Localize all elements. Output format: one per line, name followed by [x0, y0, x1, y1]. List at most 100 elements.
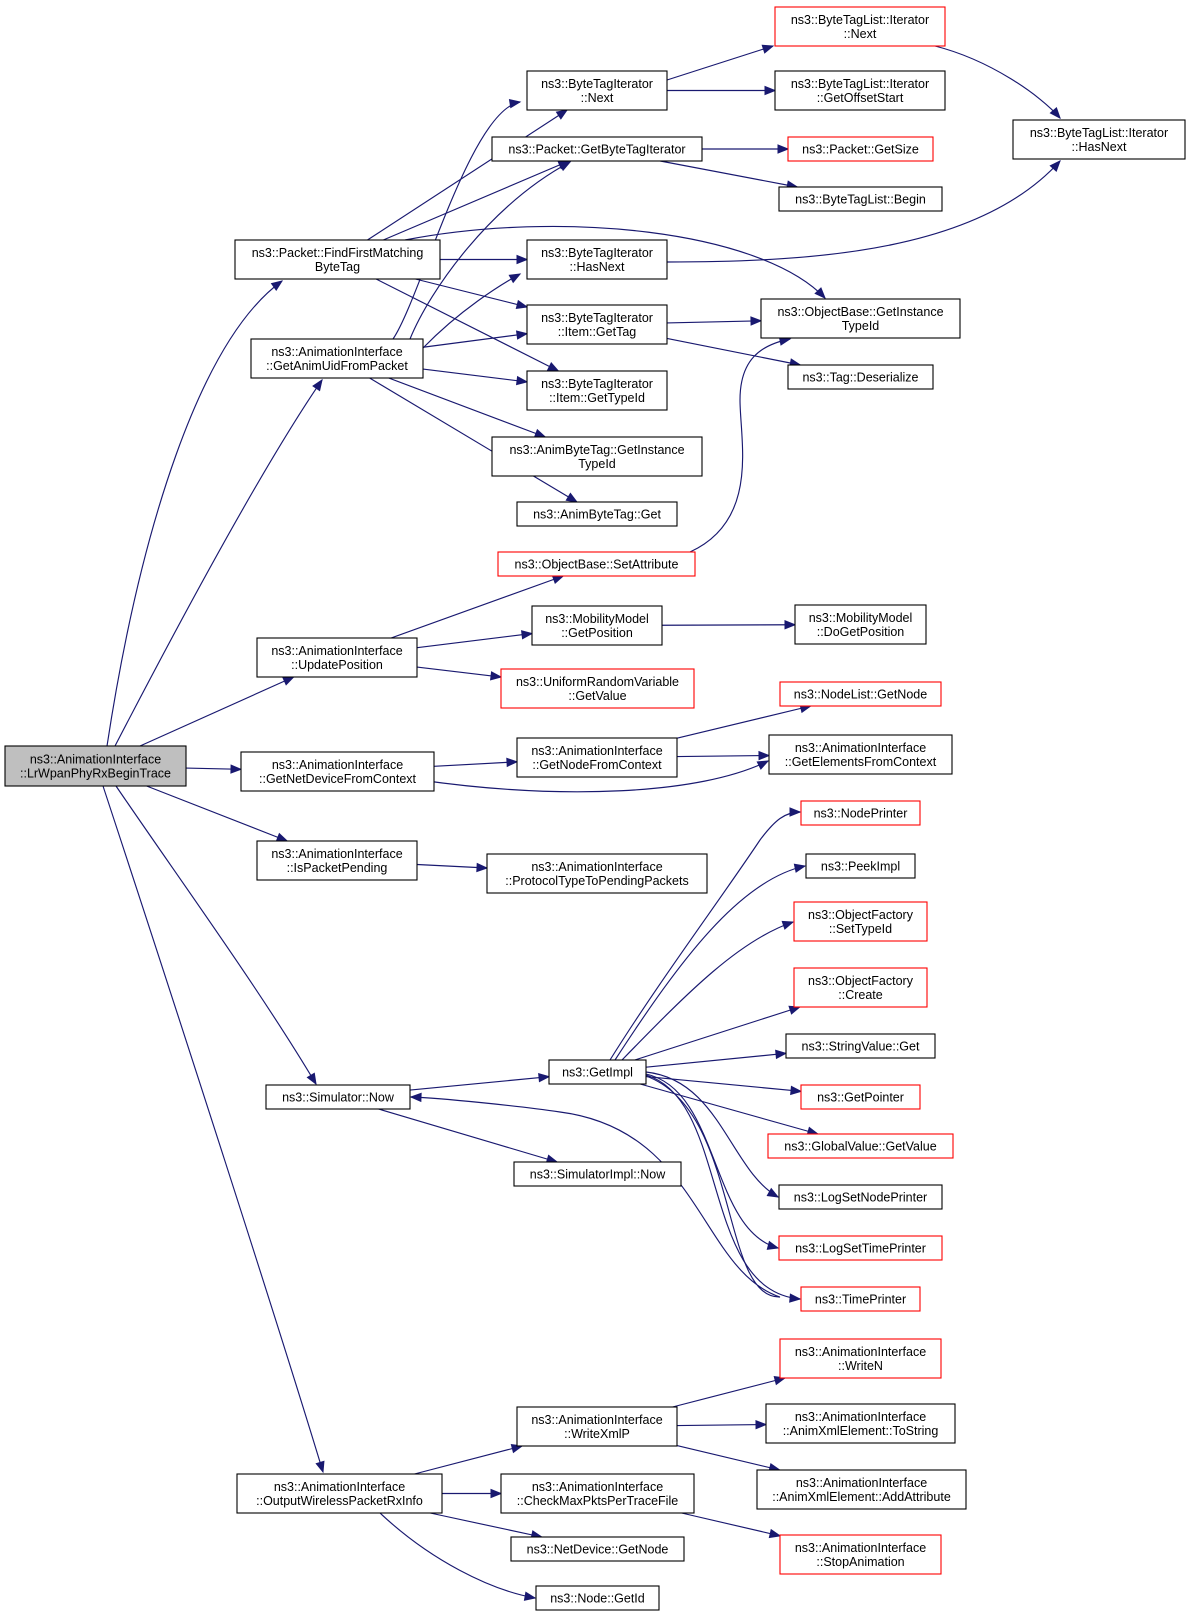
node-nodegetid[interactable]: ns3::Node::GetId: [535, 1585, 660, 1611]
node-box[interactable]: [774, 6, 946, 47]
node-outputwl[interactable]: ns3::AnimationInterface::OutputWirelessP…: [236, 1473, 443, 1514]
node-box[interactable]: [236, 1473, 443, 1514]
node-box[interactable]: [491, 436, 703, 477]
node-urvgetval[interactable]: ns3::UniformRandomVariable::GetValue: [500, 668, 695, 709]
node-mmgetpos[interactable]: ns3::MobilityModel::GetPosition: [531, 605, 663, 646]
node-box[interactable]: [535, 1585, 660, 1611]
node-box[interactable]: [516, 501, 678, 527]
node-box[interactable]: [526, 304, 668, 345]
node-box[interactable]: [779, 1338, 942, 1379]
node-strvalget[interactable]: ns3::StringValue::Get: [785, 1033, 936, 1059]
node-box[interactable]: [240, 751, 435, 792]
node-getbti[interactable]: ns3::Packet::GetByteTagIterator: [491, 136, 703, 162]
node-btigettypeid[interactable]: ns3::ByteTagIterator::Item::GetTypeId: [526, 370, 668, 411]
node-getnetdev[interactable]: ns3::AnimationInterface::GetNetDeviceFro…: [240, 751, 435, 792]
node-getpointer[interactable]: ns3::GetPointer: [800, 1084, 921, 1110]
node-logsettime[interactable]: ns3::LogSetTimePrinter: [778, 1235, 943, 1261]
node-ndgetnode[interactable]: ns3::NetDevice::GetNode: [510, 1536, 685, 1562]
node-box[interactable]: [4, 745, 187, 787]
node-axaddattr[interactable]: ns3::AnimationInterface::AnimXmlElement:…: [756, 1469, 967, 1510]
node-btliternext[interactable]: ns3::ByteTagList::Iterator::Next: [774, 6, 946, 47]
node-box[interactable]: [779, 681, 942, 707]
node-box[interactable]: [805, 853, 916, 879]
node-box[interactable]: [548, 1059, 647, 1085]
node-btlbegin[interactable]: ns3::ByteTagList::Begin: [778, 186, 943, 212]
node-writexml[interactable]: ns3::AnimationInterface::WriteXmlP: [516, 1406, 678, 1447]
node-logsetnode[interactable]: ns3::LogSetNodePrinter: [778, 1184, 943, 1210]
node-tagdeser[interactable]: ns3::Tag::Deserialize: [787, 364, 934, 390]
node-updatepos[interactable]: ns3::AnimationInterface::UpdatePosition: [256, 637, 418, 678]
node-stopanim[interactable]: ns3::AnimationInterface::StopAnimation: [779, 1534, 942, 1575]
node-nlgetnode[interactable]: ns3::NodeList::GetNode: [779, 681, 942, 707]
node-getnodefromctx[interactable]: ns3::AnimationInterface::GetNodeFromCont…: [516, 737, 678, 778]
node-box[interactable]: [526, 239, 668, 280]
node-ispending[interactable]: ns3::AnimationInterface::IsPacketPending: [256, 840, 418, 881]
node-setattr[interactable]: ns3::ObjectBase::SetAttribute: [497, 551, 696, 577]
node-box[interactable]: [785, 1033, 936, 1059]
node-box[interactable]: [531, 605, 663, 646]
node-btihasnext[interactable]: ns3::ByteTagIterator::HasNext: [526, 239, 668, 280]
node-gvgetval[interactable]: ns3::GlobalValue::GetValue: [767, 1133, 954, 1159]
node-box[interactable]: [513, 1161, 682, 1187]
node-simnow[interactable]: ns3::Simulator::Now: [265, 1084, 411, 1110]
node-box[interactable]: [779, 1534, 942, 1575]
node-getelements[interactable]: ns3::AnimationInterface::GetElementsFrom…: [768, 734, 953, 775]
node-box[interactable]: [256, 637, 418, 678]
node-box[interactable]: [778, 1235, 943, 1261]
node-box[interactable]: [234, 239, 441, 280]
node-box[interactable]: [800, 800, 921, 826]
node-box[interactable]: [793, 901, 928, 942]
node-box[interactable]: [765, 1403, 956, 1444]
node-box[interactable]: [787, 136, 934, 162]
node-nodeprinter[interactable]: ns3::NodePrinter: [800, 800, 921, 826]
node-ofsettypeid[interactable]: ns3::ObjectFactory::SetTypeId: [793, 901, 928, 942]
node-simimplnow[interactable]: ns3::SimulatorImpl::Now: [513, 1161, 682, 1187]
node-getimpl[interactable]: ns3::GetImpl: [548, 1059, 647, 1085]
node-writen[interactable]: ns3::AnimationInterface::WriteN: [779, 1338, 942, 1379]
node-proto[interactable]: ns3::AnimationInterface::ProtocolTypeToP…: [486, 853, 708, 894]
node-box[interactable]: [256, 840, 418, 881]
node-timeprinter[interactable]: ns3::TimePrinter: [800, 1286, 921, 1312]
node-btlitergetoff[interactable]: ns3::ByteTagList::Iterator::GetOffsetSta…: [774, 70, 946, 111]
node-box[interactable]: [800, 1084, 921, 1110]
node-box[interactable]: [250, 338, 424, 379]
node-btliterhasnext[interactable]: ns3::ByteTagList::Iterator::HasNext: [1012, 119, 1186, 160]
node-box[interactable]: [500, 1473, 695, 1514]
node-box[interactable]: [526, 370, 668, 411]
node-box[interactable]: [516, 1406, 678, 1447]
node-checkmax[interactable]: ns3::AnimationInterface::CheckMaxPktsPer…: [500, 1473, 695, 1514]
node-mmdogetpos[interactable]: ns3::MobilityModel::DoGetPosition: [794, 604, 927, 645]
node-peekimpl[interactable]: ns3::PeekImpl: [805, 853, 916, 879]
node-box[interactable]: [793, 967, 928, 1008]
node-box[interactable]: [768, 734, 953, 775]
node-ofcreate[interactable]: ns3::ObjectFactory::Create: [793, 967, 928, 1008]
node-btigettag[interactable]: ns3::ByteTagIterator::Item::GetTag: [526, 304, 668, 345]
node-abtget[interactable]: ns3::AnimByteTag::Get: [516, 501, 678, 527]
node-box[interactable]: [265, 1084, 411, 1110]
node-box[interactable]: [1012, 119, 1186, 160]
node-box[interactable]: [767, 1133, 954, 1159]
node-box[interactable]: [526, 70, 668, 111]
node-box[interactable]: [491, 136, 703, 162]
node-box[interactable]: [800, 1286, 921, 1312]
node-box[interactable]: [774, 70, 946, 111]
node-axtostring[interactable]: ns3::AnimationInterface::AnimXmlElement:…: [765, 1403, 956, 1444]
node-root[interactable]: ns3::AnimationInterface::LrWpanPhyRxBegi…: [4, 745, 187, 787]
node-box[interactable]: [760, 298, 961, 339]
node-box[interactable]: [756, 1469, 967, 1510]
node-pktgetsize[interactable]: ns3::Packet::GetSize: [787, 136, 934, 162]
node-box[interactable]: [787, 364, 934, 390]
node-box[interactable]: [486, 853, 708, 894]
node-box[interactable]: [497, 551, 696, 577]
node-box[interactable]: [510, 1536, 685, 1562]
node-box[interactable]: [794, 604, 927, 645]
node-btinext[interactable]: ns3::ByteTagIterator::Next: [526, 70, 668, 111]
node-getanimuid[interactable]: ns3::AnimationInterface::GetAnimUidFromP…: [250, 338, 424, 379]
node-box[interactable]: [778, 186, 943, 212]
node-box[interactable]: [516, 737, 678, 778]
node-box[interactable]: [778, 1184, 943, 1210]
node-box[interactable]: [500, 668, 695, 709]
